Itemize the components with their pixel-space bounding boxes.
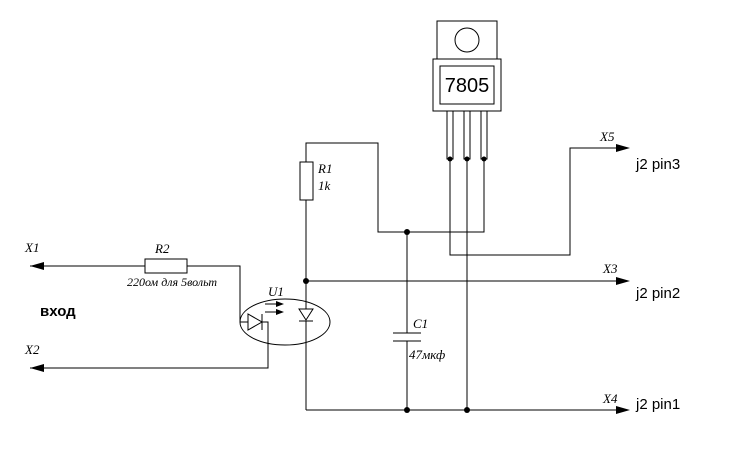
resistor-r1-value: 1k [318,178,331,193]
photodiode-icon [298,308,314,321]
leg-pad-dot [481,156,487,162]
junction-dot [404,229,410,235]
terminal-label-x1: X1 [24,240,39,255]
capacitor-c1-value: 47мкф [409,347,445,362]
leg-pad-dot [447,156,453,162]
optocoupler-u1-ref: U1 [268,284,284,299]
regulator-mounting-hole-icon [454,27,480,53]
light-arrowhead-icon [276,309,284,315]
wire-vcc-rail [305,142,485,233]
optocoupler-outline [239,298,331,346]
junction-dot [464,407,470,413]
wires [30,142,617,411]
capacitor-c1-ref: C1 [413,316,428,331]
junction-dot [303,278,309,284]
led-diode-icon [247,313,264,331]
wire-x5-raw-input [449,147,617,256]
terminal-label-x2: X2 [24,342,40,357]
resistor-r2: R2 220ом для 5вольт [127,241,217,289]
resistor-r1: R1 1k [299,161,332,201]
connector-label-j2pin3: j2 pin3 [635,156,680,173]
regulator-label: 7805 [445,75,490,97]
terminal-arrow-x5-icon [616,144,630,152]
leg-pad-dot [464,156,470,162]
terminal-arrow-x2-icon [30,364,44,372]
capacitor-c1: C1 47мкф [393,316,445,362]
regulator-label-frame [439,65,495,105]
connector-label-j2pin1: j2 pin1 [635,396,680,413]
optocoupler-u1: U1 [239,284,331,346]
terminal-label-x3: X3 [602,261,618,276]
resistor-r2-note: 220ом для 5вольт [127,275,217,289]
terminal-arrows [30,144,630,414]
regulator-tab [436,20,498,60]
resistor-r2-ref: R2 [154,241,170,256]
input-annotation: вход [40,303,76,320]
resistor-r1-ref: R1 [317,161,332,176]
wire-optocoupler-cathode-to-x2 [30,321,269,369]
terminal-arrow-x1-icon [30,262,44,270]
light-arrowhead-icon [276,301,284,307]
resistor-r1-body [299,161,314,201]
terminal-label-x5: X5 [599,129,615,144]
regulator-leg-output [480,110,488,160]
junction-dots [303,229,470,413]
junction-dot [404,407,410,413]
connector-label-j2pin2: j2 pin2 [635,285,680,302]
voltage-regulator-7805: 7805 [432,20,502,162]
terminal-arrow-x4-icon [616,406,630,414]
wire-r2-to-optocoupler-anode [187,265,248,323]
regulator-leg-input [446,110,454,160]
regulator-leg-ground [463,110,471,160]
terminal-arrow-x3-icon [616,277,630,285]
resistor-r2-body [144,258,188,274]
connector-labels: j2 pin3 j2 pin2 j2 pin1 [635,156,680,413]
terminal-labels: X1 X2 X5 X3 X4 [24,129,618,406]
terminal-label-x4: X4 [602,391,618,406]
